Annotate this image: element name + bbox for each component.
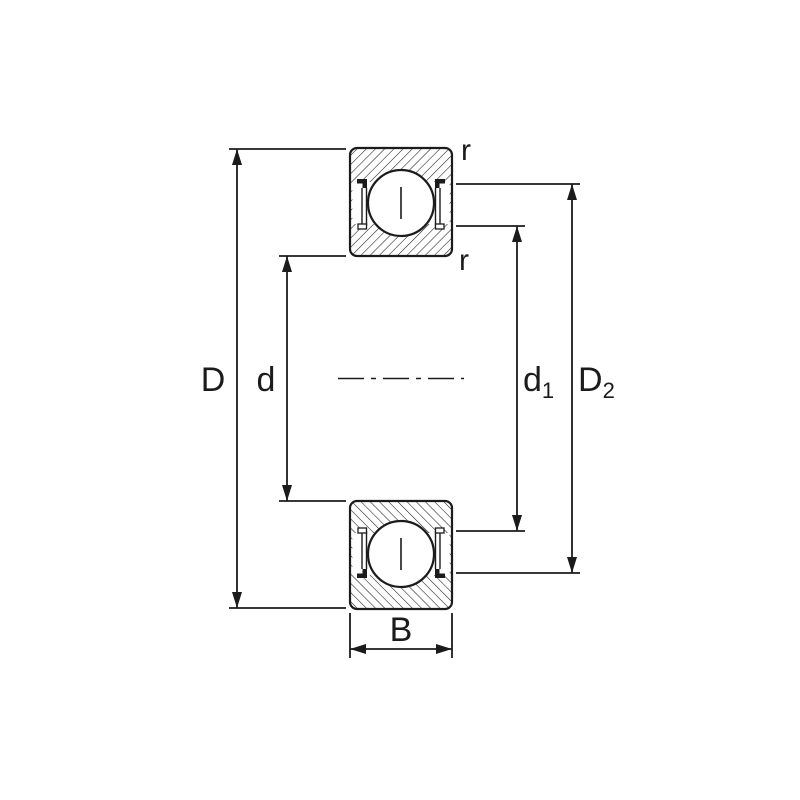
shield-anchor-groove bbox=[357, 179, 367, 188]
label-chamfer-r-inner: r bbox=[459, 244, 469, 277]
shield-foot bbox=[434, 223, 445, 230]
arrow-D-down bbox=[232, 592, 242, 608]
label-diameter-d1: d1 bbox=[523, 361, 554, 403]
arrow-d1-down bbox=[512, 515, 522, 531]
dimensions bbox=[229, 148, 580, 658]
arrow-D-up bbox=[232, 149, 242, 165]
arrow-D2-down bbox=[567, 557, 577, 573]
label-d1-main: d bbox=[523, 361, 542, 399]
bearing-bottom-section bbox=[348, 499, 454, 611]
shield-anchor-groove bbox=[435, 179, 445, 188]
label-bore-diameter-d: d bbox=[257, 361, 276, 399]
label-width-B: B bbox=[390, 611, 413, 649]
shield-left bbox=[357, 179, 368, 230]
label-d1-subscript: 1 bbox=[542, 378, 554, 403]
label-D2-main: D bbox=[578, 361, 603, 399]
shield-foot bbox=[357, 223, 368, 230]
dimension-labels: D d d1 D2 B r r bbox=[201, 134, 615, 649]
shield-right bbox=[434, 179, 445, 230]
bearing-top-section bbox=[348, 146, 454, 258]
arrow-B-left bbox=[350, 644, 366, 654]
arrow-D2-up bbox=[567, 184, 577, 200]
arrow-d-up bbox=[282, 256, 292, 272]
arrow-B-right bbox=[436, 644, 452, 654]
label-D2-subscript: 2 bbox=[603, 378, 615, 403]
arrow-d1-up bbox=[512, 226, 522, 242]
label-outer-diameter-D: D bbox=[201, 361, 226, 399]
label-diameter-D2: D2 bbox=[578, 361, 615, 403]
label-chamfer-r-outer: r bbox=[461, 134, 471, 167]
arrow-d-down bbox=[282, 485, 292, 501]
dimension-arrows bbox=[232, 149, 577, 654]
